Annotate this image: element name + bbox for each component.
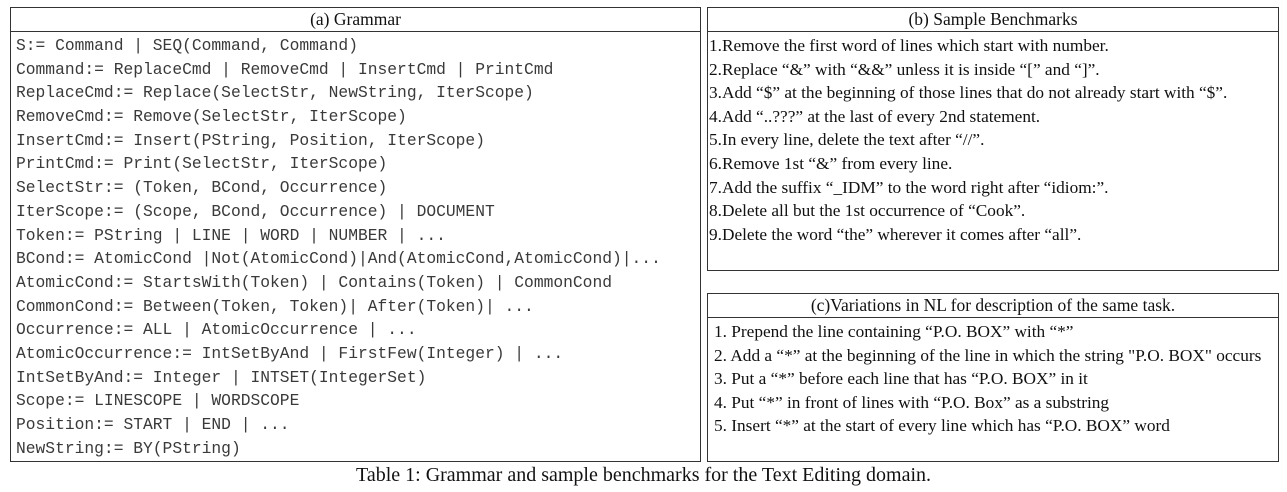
table-caption: Table 1: Grammar and sample benchmarks f…: [356, 464, 931, 486]
variation-item: 4. Put “*” in front of lines with “P.O. …: [714, 392, 1110, 412]
variations-list: 1. Prepend the line containing “P.O. BOX…: [708, 318, 1278, 438]
variations-panel: (c)Variations in NL for description of t…: [707, 293, 1279, 462]
variation-item: 2. Add a “*” at the beginning of the lin…: [714, 345, 1262, 365]
grammar-panel: (a) Grammar S:= Command | SEQ(Command, C…: [10, 7, 701, 462]
grammar-rule: IterScope:= (Scope, BCond, Occurrence) |…: [16, 201, 495, 221]
grammar-rule: NewString:= BY(PString): [16, 438, 241, 458]
grammar-rule: RemoveCmd:= Remove(SelectStr, IterScope): [16, 107, 407, 127]
grammar-rule: AtomicCond:= StartsWith(Token) | Contain…: [16, 272, 612, 292]
variations-title: (c)Variations in NL for description of t…: [708, 294, 1278, 318]
grammar-rule: InsertCmd:= Insert(PString, Position, It…: [16, 130, 485, 150]
grammar-rule: ReplaceCmd:= Replace(SelectStr, NewStrin…: [16, 83, 534, 103]
grammar-rule: Occurrence:= ALL | AtomicOccurrence | ..…: [16, 320, 417, 340]
benchmark-item: 2.Replace “&” with “&&” unless it is ins…: [709, 59, 1100, 79]
benchmark-item: 3.Add “$” at the beginning of those line…: [709, 83, 1228, 103]
benchmark-item: 1.Remove the first word of lines which s…: [709, 36, 1109, 55]
grammar-rule: Command:= ReplaceCmd | RemoveCmd | Inser…: [16, 59, 554, 79]
grammar-rule: BCond:= AtomicCond |Not(AtomicCond)|And(…: [16, 249, 661, 269]
benchmarks-panel: (b) Sample Benchmarks 1.Remove the first…: [707, 7, 1279, 271]
grammar-rule: Position:= START | END | ...: [16, 415, 290, 434]
grammar-rule: S:= Command | SEQ(Command, Command): [16, 36, 358, 55]
benchmark-item: 5.In every line, delete the text after “…: [709, 130, 985, 150]
benchmark-item: 6.Remove 1st “&” from every line.: [709, 153, 953, 173]
grammar-rule: Token:= PString | LINE | WORD | NUMBER |…: [16, 225, 446, 245]
benchmarks-title: (b) Sample Benchmarks: [708, 8, 1278, 32]
grammar-rules: S:= Command | SEQ(Command, Command) Comm…: [11, 32, 700, 460]
grammar-rule: Scope:= LINESCOPE | WORDSCOPE: [16, 391, 300, 411]
benchmark-item: 7.Add the suffix “_IDM” to the word righ…: [709, 177, 1109, 197]
grammar-rule: SelectStr:= (Token, BCond, Occurrence): [16, 178, 388, 198]
grammar-rule: AtomicOccurrence:= IntSetByAnd | FirstFe…: [16, 343, 564, 363]
variation-item: 5. Insert “*” at the start of every line…: [714, 416, 1170, 436]
grammar-rule: CommonCond:= Between(Token, Token)| Afte…: [16, 296, 534, 316]
variation-item: 1. Prepend the line containing “P.O. BOX…: [714, 322, 1074, 341]
benchmark-item: 8.Delete all but the 1st occurrence of “…: [709, 201, 1026, 221]
benchmarks-list: 1.Remove the first word of lines which s…: [708, 32, 1278, 246]
variation-item: 3. Put a “*” before each line that has “…: [714, 369, 1088, 389]
benchmark-item: 4.Add “..???” at the last of every 2nd s…: [709, 106, 1041, 126]
grammar-title: (a) Grammar: [11, 8, 700, 32]
grammar-rule: IntSetByAnd:= Integer | INTSET(IntegerSe…: [16, 367, 427, 387]
grammar-rule: PrintCmd:= Print(SelectStr, IterScope): [16, 154, 388, 174]
benchmark-item: 9.Delete the word “the” wherever it come…: [709, 224, 1082, 244]
